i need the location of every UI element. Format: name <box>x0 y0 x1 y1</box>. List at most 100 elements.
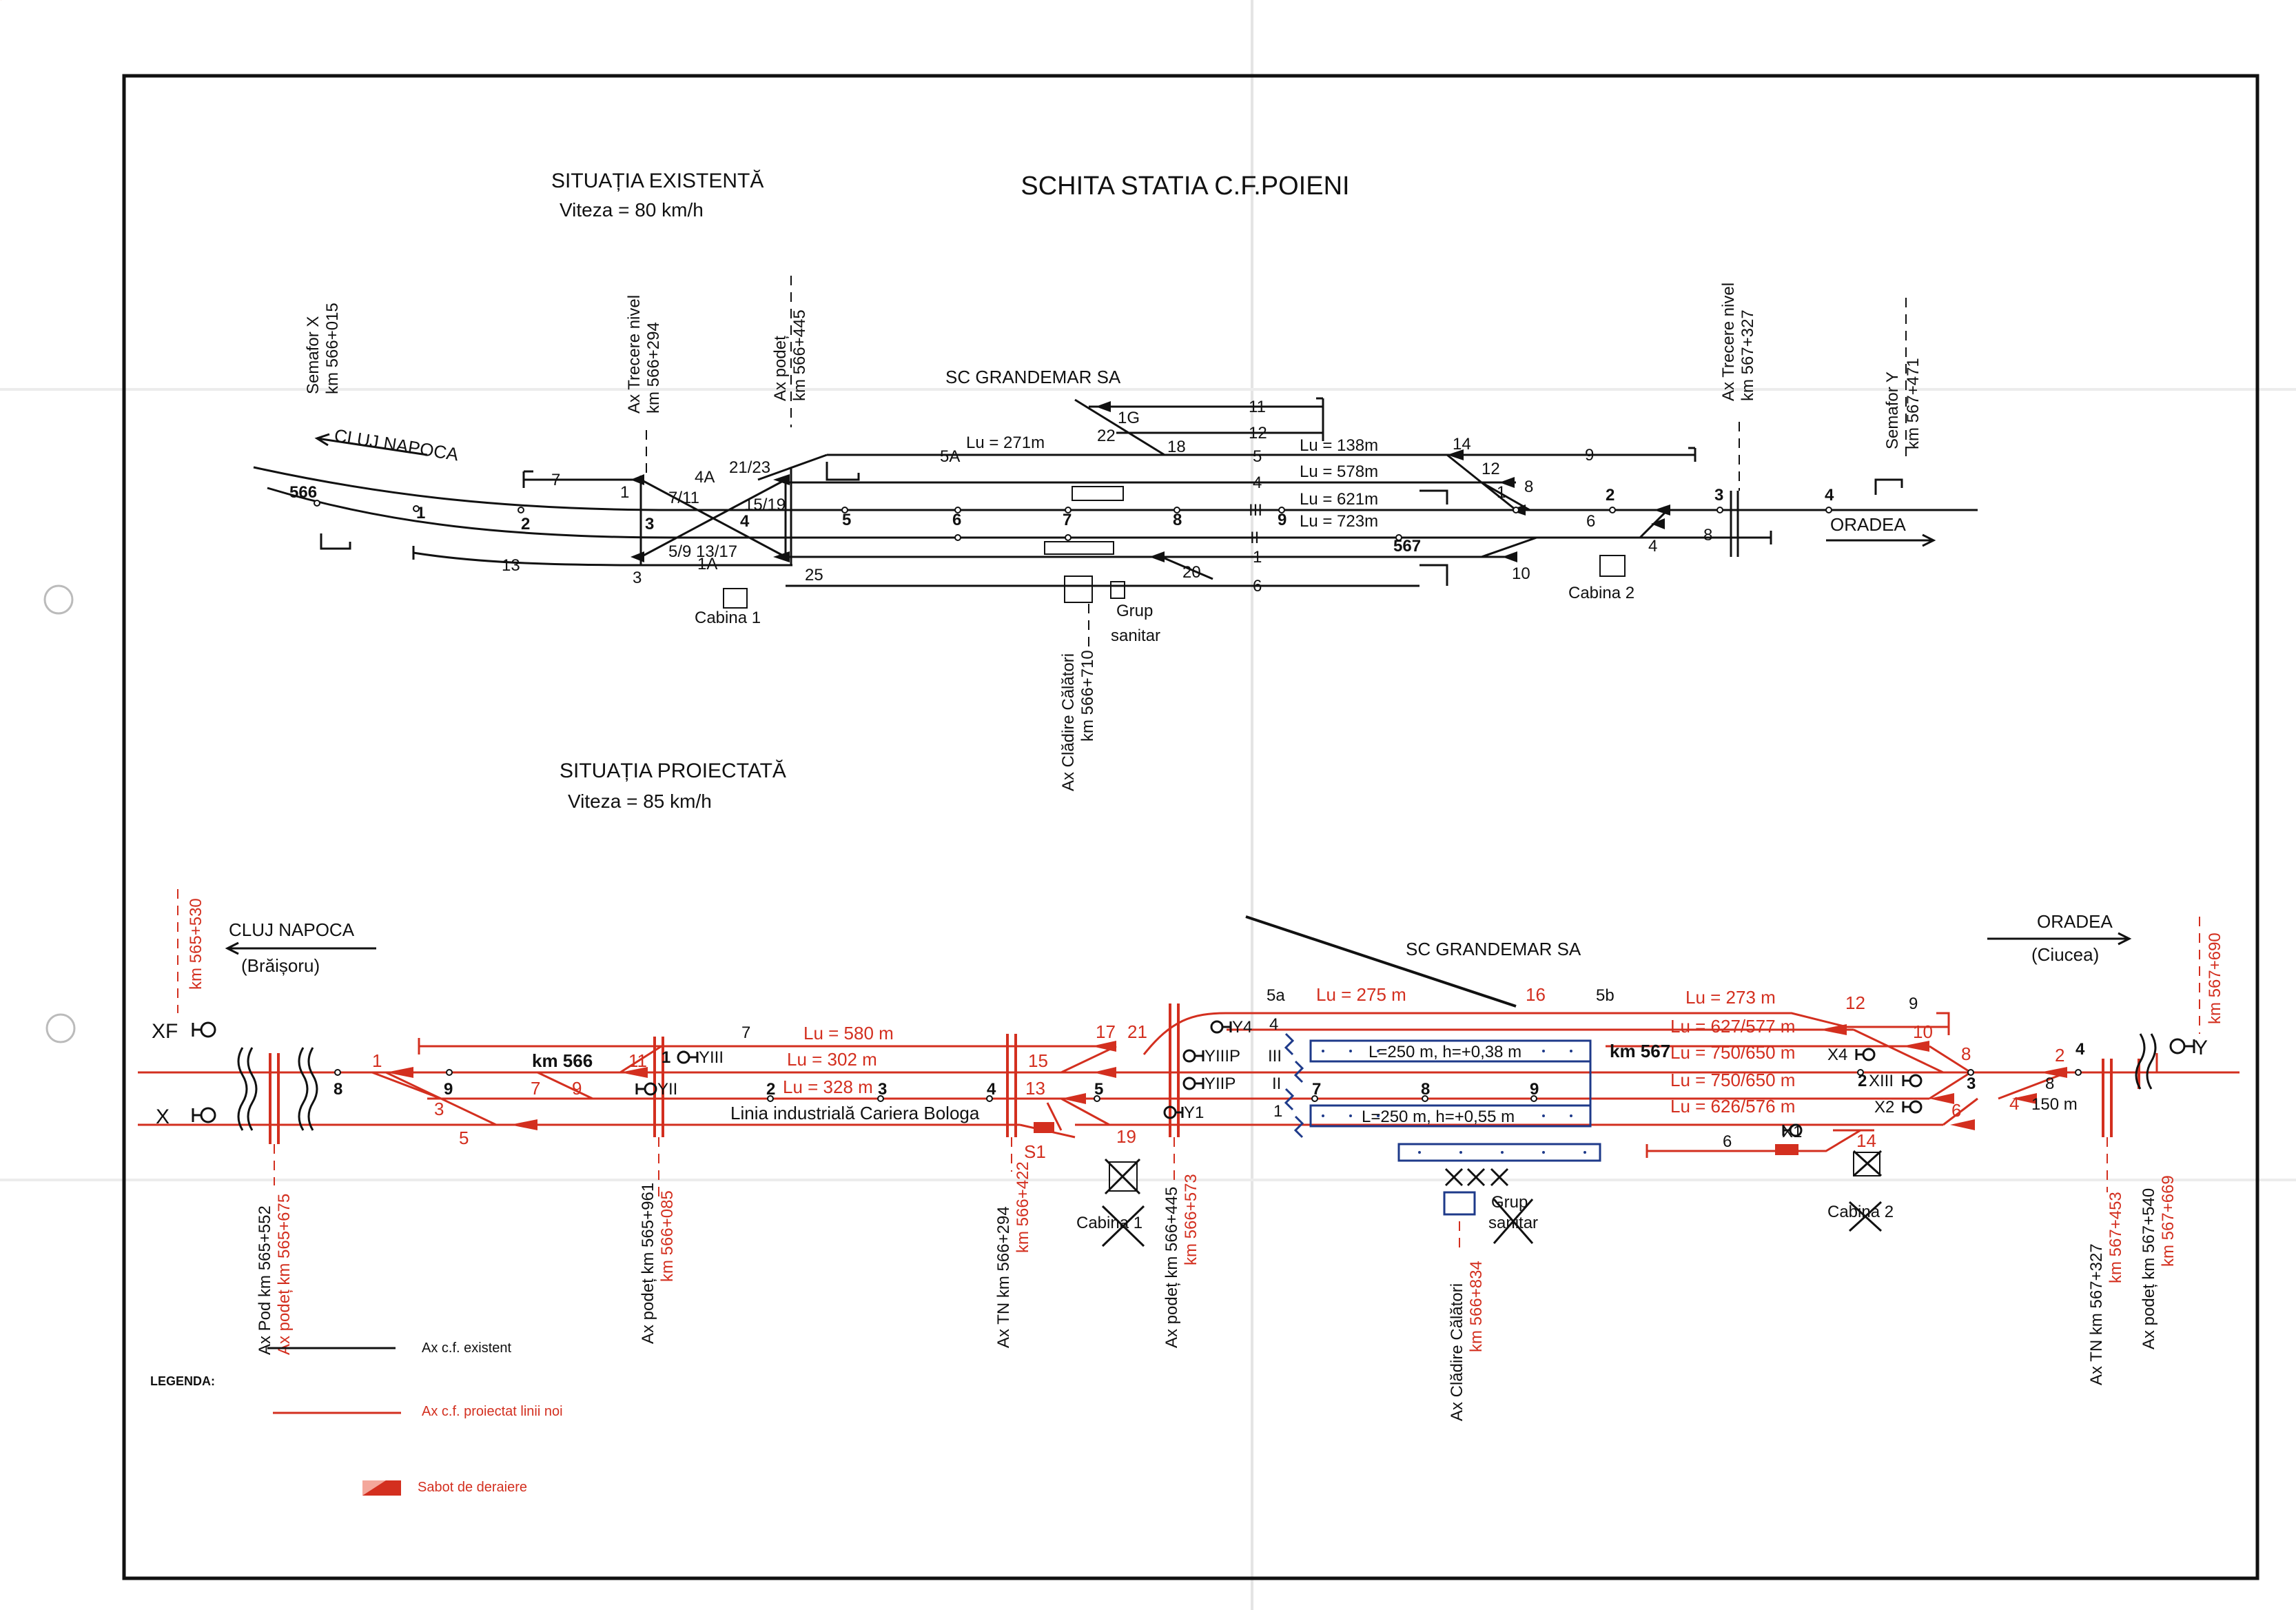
proj-track-4: 4 <box>1269 1015 1278 1034</box>
axis-pod-a: Ax Pod km 565+552 <box>256 1205 274 1355</box>
proj-km566: km 566 <box>532 1050 593 1071</box>
tn1-km: km 566+294 <box>644 322 663 414</box>
proj-track-12: 12 <box>1845 992 1865 1013</box>
ex-id-12: 12 <box>1482 460 1500 478</box>
proj-track-14: 14 <box>1856 1130 1876 1151</box>
ex-track-12: 12 <box>1249 424 1267 442</box>
ex-grup: Grup <box>1116 602 1153 620</box>
semafor-x-name: Semafor X <box>304 316 322 394</box>
proj-platform-b: L=250 m, h=+0,55 m <box>1362 1108 1515 1126</box>
ex-sw-6: 6 <box>952 511 961 529</box>
ex-sw-2: 2 <box>521 515 530 533</box>
ex-track-ii: II <box>1250 529 1259 547</box>
ex-lu-4: Lu = 578m <box>1300 462 1378 481</box>
podet-name: Ax podeț <box>771 336 790 401</box>
signal-x2-label: X2 <box>1874 1098 1894 1117</box>
axis-podet3-b: km 567+669 <box>2159 1175 2177 1267</box>
proj-num-9b: 9 <box>1530 1080 1539 1099</box>
proj-num-8r: 8 <box>2045 1074 2054 1093</box>
proj-cabina1: Cabina 1 <box>1076 1214 1142 1232</box>
existing-company: SC GRANDEMAR SA <box>945 367 1121 387</box>
existing-dir-right: ORADEA <box>1830 514 1906 535</box>
building-box <box>1064 575 1093 603</box>
ex-id-14: 14 <box>1453 435 1471 454</box>
proj-num-4r: 4 <box>2075 1040 2085 1059</box>
proj-km-right: km 567+690 <box>2206 933 2224 1024</box>
existing-track-dots <box>314 500 1832 541</box>
proj-dir-right: ORADEA <box>2037 911 2113 932</box>
axis-tn1-b: km 566+422 <box>1014 1161 1032 1253</box>
proj-dir-left-sub: (Brăișoru) <box>241 955 320 976</box>
ex-id-1a: 1A <box>697 555 717 573</box>
existing-direction-arrows <box>314 433 1936 547</box>
platform-dots <box>1322 1050 1586 1154</box>
ex-id-5-9: 5/9 <box>668 542 691 561</box>
proj-track-5b: 5b <box>1596 986 1615 1005</box>
proj-track-ii: II <box>1272 1074 1281 1093</box>
ex-id-1: 1 <box>620 483 629 502</box>
proj-num-9a: 9 <box>444 1080 453 1099</box>
proj-km567: km 567 <box>1610 1041 1670 1061</box>
proj-num-3: 3 <box>878 1080 887 1099</box>
existing-speed: Viteza = 80 km/h <box>560 199 704 221</box>
ex-id-5a: 5A <box>940 447 960 466</box>
existing-axis-stubs <box>646 276 1907 648</box>
projected-track-dots <box>334 1069 2082 1102</box>
platforms <box>1309 1039 1601 1216</box>
ex-cabina2: Cabina 2 <box>1568 584 1634 602</box>
proj-sw-2: 2 <box>2055 1045 2064 1066</box>
ex-id-10: 10 <box>1512 564 1530 583</box>
ex-sw-4: 4 <box>740 512 750 531</box>
proj-track-10: 10 <box>1913 1021 1933 1042</box>
ex-id-3: 3 <box>633 569 642 587</box>
ex-km566: 566 <box>289 483 317 502</box>
axis-tn2-a: Ax TN km 567+327 <box>2087 1243 2106 1385</box>
axis-pod-b: Ax podeț km 565+675 <box>275 1194 294 1355</box>
proj-track-1: 1 <box>1273 1102 1282 1121</box>
legend-derail: Sabot de deraiere <box>418 1480 527 1495</box>
projected-layout <box>138 1012 2239 1158</box>
proj-cabina2: Cabina 2 <box>1827 1203 1894 1221</box>
proj-lu-7: Lu = 580 m <box>803 1023 894 1043</box>
ex-track-11: 11 <box>1249 398 1266 416</box>
legend-projected: Ax c.f. proiectat linii noi <box>422 1404 563 1419</box>
ex-sw-4r: 4 <box>1825 486 1834 505</box>
signal-yiiip-label: YIIIP <box>1205 1047 1240 1066</box>
ex-track-iii: III <box>1249 501 1262 520</box>
binder-hole-top <box>43 584 74 615</box>
ex-track-6: 6 <box>1253 577 1262 595</box>
signal-x1-label: X1 <box>1782 1123 1802 1141</box>
legend: Ax c.f. existent LEGENDA: Ax c.f. proiec… <box>150 1341 563 1496</box>
proj-sw-15: 15 <box>1028 1050 1048 1071</box>
projected-heading: SITUAȚIA PROIECTATĂ <box>560 760 786 782</box>
proj-track-iii: III <box>1268 1047 1282 1066</box>
legend-existing: Ax c.f. existent <box>422 1341 511 1356</box>
building-axis-km: km 566+710 <box>1078 650 1097 742</box>
proj-sanitar: sanitar <box>1488 1214 1538 1232</box>
semafor-y-km: km 567+471 <box>1904 358 1923 449</box>
proj-dir-right-sub: (Ciucea) <box>2031 944 2099 965</box>
ex-track-1: 1 <box>1253 548 1262 567</box>
proj-sw-9: 9 <box>572 1078 582 1099</box>
signal-x4-label: X4 <box>1827 1046 1847 1064</box>
ex-sw-5: 5 <box>842 511 851 529</box>
ex-id-25: 25 <box>805 566 823 584</box>
cabin-boxes <box>1109 1152 1880 1192</box>
signal-yii-label: YII <box>657 1080 677 1099</box>
proj-track-6: 6 <box>1723 1132 1732 1151</box>
ex-lu-iii: Lu = 621m <box>1300 490 1378 509</box>
ex-sanitar: sanitar <box>1111 626 1160 645</box>
demolished-marks <box>1101 1150 1883 1247</box>
tn1-name: Ax Trecere nivel <box>625 295 644 414</box>
proj-num-4: 4 <box>987 1080 996 1099</box>
tn2-name: Ax Trecere nivel <box>1719 283 1738 401</box>
proj-num-7: 7 <box>1312 1080 1321 1099</box>
signal-xf-label: XF <box>152 1020 178 1043</box>
ex-cabina1: Cabina 1 <box>695 609 761 627</box>
insulation-joint-marks <box>1284 1032 1304 1139</box>
proj-num-5: 5 <box>1094 1080 1103 1099</box>
platform-c <box>1397 1143 1601 1162</box>
ex-sw-8: 8 <box>1173 511 1182 529</box>
existing-buildings <box>723 486 1626 609</box>
